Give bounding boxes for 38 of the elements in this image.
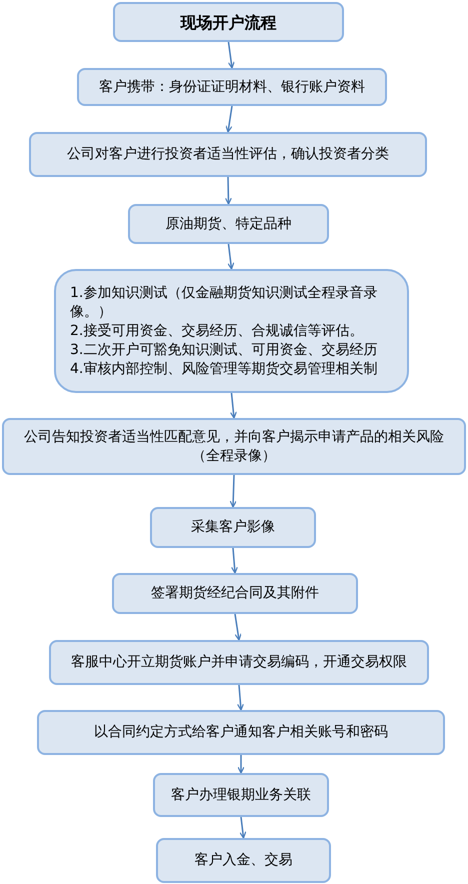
list-item: 2.接受可用资金、交易经历、合规诚信等评估。	[70, 322, 364, 340]
list-item: 4.审核内部控制、风险管理等期货交易管理相关制	[70, 360, 378, 378]
box-label: 客户办理银期业务关联	[171, 786, 311, 804]
box-label: 以合同约定方式给客户通知客户相关账号和密码	[94, 723, 388, 742]
process-box	[77, 68, 387, 106]
box-label: 客户入金、交易	[194, 851, 292, 870]
box-label: 现场开户流程	[180, 12, 276, 32]
box-label: 采集客户影像	[191, 518, 275, 537]
process-box	[49, 640, 429, 685]
arrow	[234, 614, 242, 641]
title-box	[113, 2, 344, 42]
arrow	[239, 816, 246, 839]
process-box	[128, 204, 329, 244]
process-box	[37, 710, 445, 755]
box-label: 公司告知投资者适当性匹配意见，并向客户揭示申请产品的相关风险（全程录像）	[23, 428, 445, 466]
rounded-box	[54, 269, 409, 393]
box-label: 客户携带：身份证证明材料、银行账户资料	[99, 78, 365, 96]
process-box	[153, 773, 329, 817]
box-label: 签署期货经纪合同及其附件	[151, 584, 319, 603]
process-box	[156, 838, 331, 883]
box-label: 原油期货、特定品种	[166, 214, 292, 234]
arrow	[230, 392, 237, 419]
arrow	[230, 474, 237, 508]
box-label: 客服中心开立期货账户并申请交易编码，开通交易权限	[71, 653, 407, 672]
arrow	[236, 684, 244, 711]
arrow	[227, 244, 234, 270]
arrow	[224, 176, 232, 205]
process-box	[29, 132, 427, 177]
process-box	[150, 507, 316, 548]
arrow	[230, 548, 238, 574]
arrow	[228, 42, 235, 69]
box-label: 公司对客户进行投资者适当性评估，确认投资者分类	[67, 145, 389, 164]
arrow	[237, 755, 245, 774]
arrow	[225, 106, 233, 133]
process-box	[2, 418, 466, 475]
list-item: 1.参加知识测试（仅金融期货知识测试全程录音录像。）	[70, 284, 378, 322]
list-item: 3.二次开户可豁免知识测试、可用资金、交易经历	[70, 340, 378, 360]
process-box	[112, 573, 358, 614]
